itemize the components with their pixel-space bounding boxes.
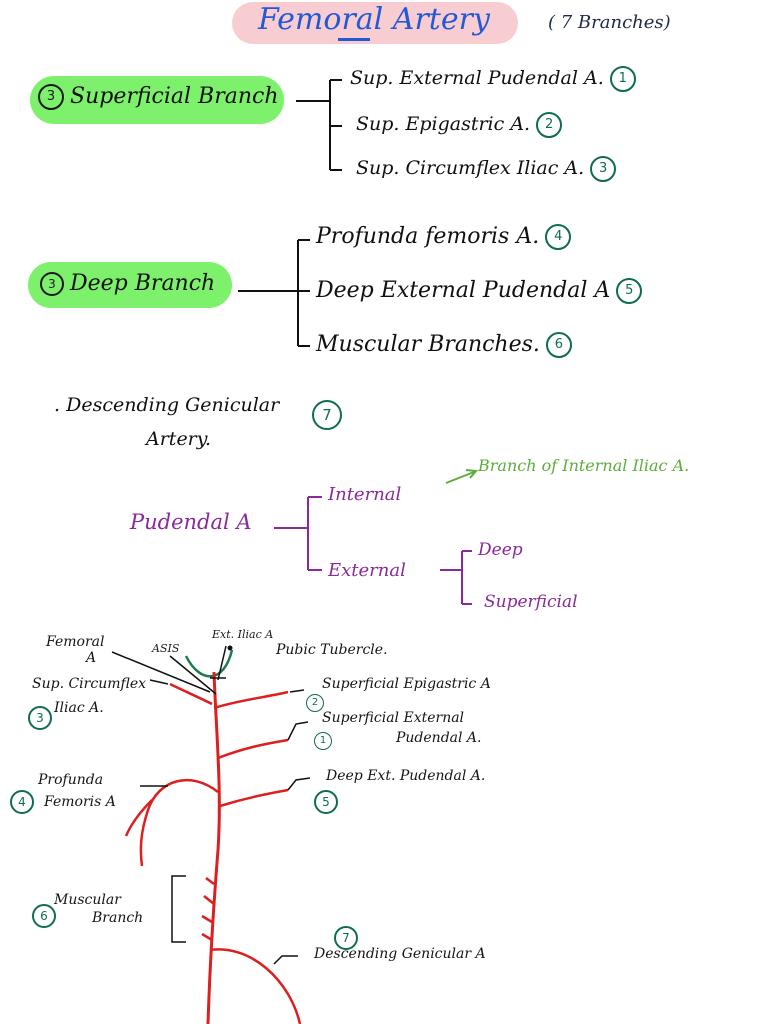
- number-badge: 3: [590, 156, 617, 182]
- number-badge: 7: [334, 926, 358, 950]
- bullet: .: [54, 394, 61, 416]
- sup-circumflex-branch: [169, 682, 213, 706]
- fig-muscular-2: Branch: [92, 910, 144, 926]
- muscular-branches: [201, 877, 215, 942]
- superficial-item-1: Sup. External Pudendal A.1: [350, 66, 636, 92]
- number-badge: 4: [545, 224, 572, 250]
- pudendal-internal: Internal: [328, 484, 402, 505]
- number-badge: 2: [306, 693, 324, 712]
- fig-sup-circumflex-2: Iliac A.: [54, 700, 104, 716]
- superficial-item-2-text: Sup. Epigastric A.: [356, 113, 531, 135]
- fig-muscular-1: Muscular: [54, 892, 121, 908]
- descending-genicular-note: . Descending Genicular: [54, 394, 279, 416]
- number-badge: 6: [545, 332, 572, 358]
- fig-profunda-1: Profunda: [38, 772, 104, 788]
- fig-deep-ext-pud: Deep Ext. Pudendal A.: [326, 768, 486, 784]
- fig-ext-iliac-label: Ext. Iliac A: [212, 628, 274, 641]
- fig-descending-num-wrap: 7: [334, 926, 358, 950]
- fig-sup-ext-pud-2: Pudendal A.: [396, 730, 482, 746]
- fig-sup-circumflex-1: Sup. Circumflex: [32, 676, 147, 692]
- fig-sup-epigastric: Superficial Epigastric A: [322, 676, 491, 692]
- inguinal-ligament: [184, 649, 234, 678]
- fig-femoral-label-2: A: [86, 650, 97, 666]
- profunda-sub-branch: [124, 799, 153, 837]
- deep-ext-pudendal-branch: [219, 788, 289, 808]
- fig-pubic-label: Pubic Tubercle.: [276, 642, 388, 658]
- pudendal-deep: Deep: [478, 540, 523, 560]
- title-note: ( 7 Branches): [548, 12, 671, 33]
- number-badge: 1: [314, 731, 332, 750]
- number-badge: 4: [10, 790, 34, 814]
- fig-sup-epigastric-num-wrap: 2: [306, 692, 324, 712]
- pudendal-external: External: [328, 560, 406, 581]
- number-badge: 3: [28, 706, 52, 730]
- number-badge: 5: [616, 278, 643, 304]
- deep-item-1-text: Profunda femoris A.: [316, 224, 540, 249]
- superficial-item-2: Sup. Epigastric A.2: [356, 112, 563, 138]
- superficial-highlight: [30, 76, 284, 124]
- fig-sup-circumflex-num-wrap: 3: [28, 706, 52, 730]
- superficial-item-3-text: Sup. Circumflex Iliac A.: [356, 157, 585, 179]
- title-underline: [338, 38, 370, 41]
- deep-count-badge: 3: [40, 272, 64, 296]
- descending-line-1: Descending Genicular: [66, 394, 280, 416]
- pudendal-label: Pudendal A: [130, 510, 252, 534]
- deep-item-3: Muscular Branches.6: [316, 332, 572, 358]
- sup-epigastric-branch: [213, 690, 289, 710]
- superficial-item-3: Sup. Circumflex Iliac A.3: [356, 156, 617, 182]
- descending-genicular-branch: [209, 948, 302, 1024]
- number-badge: 1: [609, 66, 636, 92]
- number-badge: 7: [312, 400, 342, 430]
- femoral-artery-trunk: [206, 671, 221, 1024]
- fig-femoral-label: Femoral: [46, 634, 105, 650]
- descending-line-2: Artery.: [146, 428, 212, 450]
- superficial-item-1-text: Sup. External Pudendal A.: [350, 67, 604, 89]
- fig-muscular-num-wrap: 6: [32, 904, 56, 928]
- superficial-label-text: Superficial Branch: [70, 84, 279, 109]
- fig-sup-ext-pud-num-wrap: 1: [314, 730, 332, 750]
- pudendal-superficial: Superficial: [484, 592, 578, 612]
- number-badge: 5: [314, 790, 338, 814]
- pudendal-internal-note: Branch of Internal Iliac A.: [478, 456, 690, 475]
- superficial-count-badge: 3: [38, 84, 64, 110]
- descending-number-wrap: 7: [312, 400, 342, 430]
- fig-asis-label: ASIS: [152, 642, 180, 655]
- deep-item-3-text: Muscular Branches.: [316, 332, 540, 357]
- deep-label-text: Deep Branch: [70, 271, 216, 296]
- profunda-branch: [139, 778, 219, 867]
- sup-ext-pudendal-branch: [217, 738, 289, 760]
- fig-sup-ext-pud-1: Superficial External: [322, 710, 465, 726]
- title-highlight: [232, 2, 518, 44]
- page-title: Femoral Artery: [258, 2, 490, 37]
- fig-deep-ext-pud-num-wrap: 5: [314, 790, 338, 814]
- number-badge: 6: [32, 904, 56, 928]
- fig-profunda-2: Femoris A: [44, 794, 116, 810]
- fig-descending-label: Descending Genicular A: [314, 946, 486, 962]
- fig-profunda-num-wrap: 4: [10, 790, 34, 814]
- deep-item-1: Profunda femoris A.4: [316, 224, 572, 250]
- deep-item-2-text: Deep External Pudendal A: [316, 278, 611, 303]
- number-badge: 2: [536, 112, 563, 138]
